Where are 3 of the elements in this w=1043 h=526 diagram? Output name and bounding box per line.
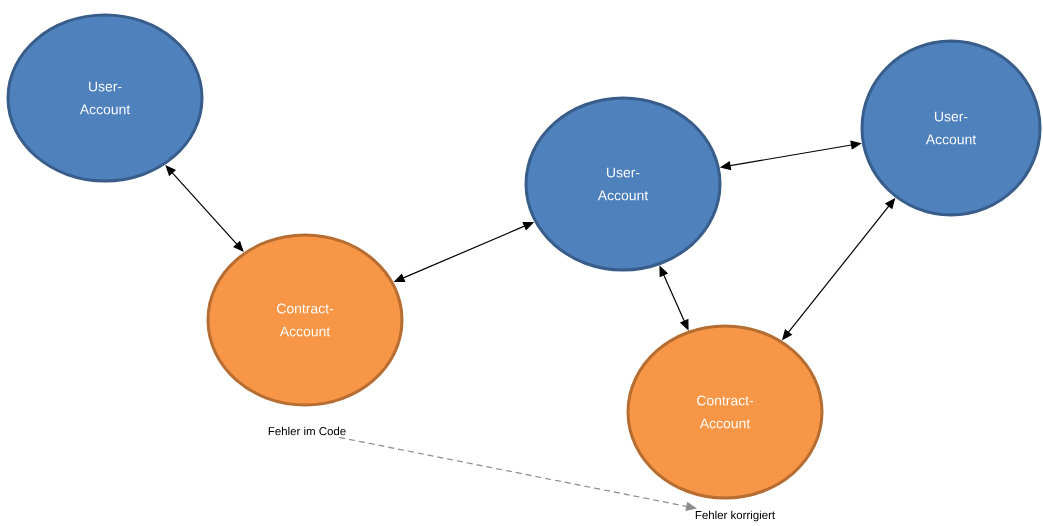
annotation-text: Fehler korrigiert [695, 510, 775, 522]
dashed-arrow [338, 436, 697, 511]
annotation-text: Fehler im Code [268, 426, 346, 436]
